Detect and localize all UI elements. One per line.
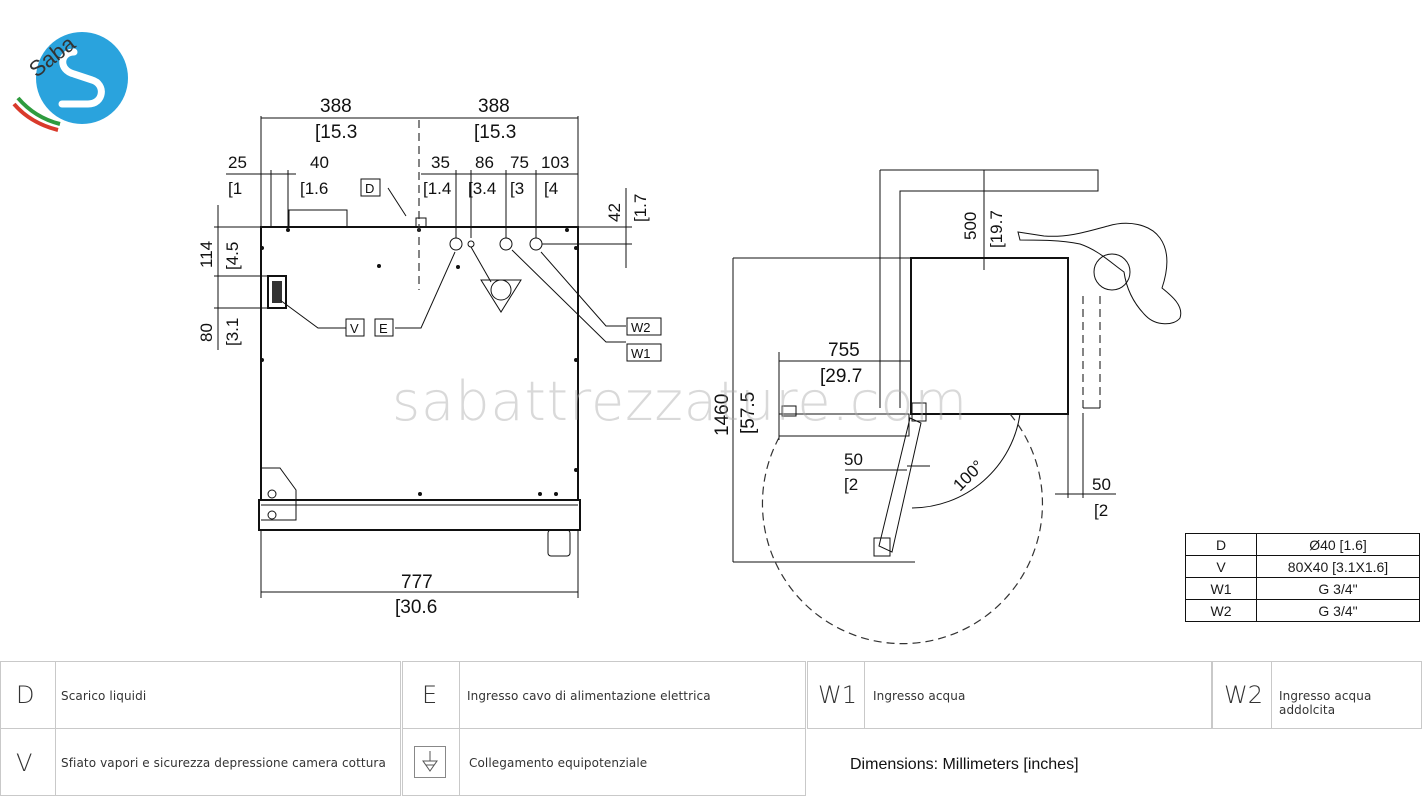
dim-angle: 100° (949, 457, 987, 495)
dim-388-right: 388 (478, 96, 510, 117)
tag-V: V (350, 321, 359, 336)
front-base (258, 499, 581, 531)
legend-desc-cell (459, 728, 806, 796)
tag-E: E (379, 321, 388, 336)
legend-text-W1: Ingresso acqua (873, 689, 966, 703)
tag-W2: W2 (631, 320, 651, 335)
dim-755: 755 (828, 340, 860, 361)
units-note: Dimensions: Millimeters [inches] (850, 756, 1079, 773)
spec-key: W1 (1185, 577, 1257, 600)
dim-75: 75 (510, 153, 529, 172)
dim-86: 86 (475, 153, 494, 172)
dim-114: 114 (197, 241, 216, 268)
watermark: sabattrezzature.com (392, 370, 969, 433)
dim-35-in: [1.4 (423, 179, 451, 198)
legend-code-V: V (16, 749, 33, 777)
spec-key: D (1185, 533, 1257, 556)
spec-value: 80X40 [3.1X1.6] (1256, 555, 1420, 578)
saba-logo: Saba (12, 30, 128, 132)
dim-1460: 1460 (712, 394, 733, 436)
dim-80-in: [3.1 (223, 318, 242, 346)
dim-388-left: 388 (320, 96, 352, 117)
dim-50-right-in: [2 (1094, 501, 1108, 520)
dim-35: 35 (431, 153, 450, 172)
dim-75-in: [3 (510, 179, 524, 198)
legend-code-W1: W1 (818, 681, 857, 709)
dim-103: 103 (541, 153, 569, 172)
dim-40: 40 (310, 153, 329, 172)
dim-1460-in: [57.5 (738, 392, 759, 434)
dim-755-in: [29.7 (820, 366, 862, 387)
tag-D: D (365, 181, 374, 196)
dim-500: 500 (961, 212, 980, 240)
dim-86-in: [3.4 (468, 179, 496, 198)
dim-25: 25 (228, 153, 247, 172)
dim-42-in: [1.7 (631, 194, 650, 222)
dim-114-in: [4.5 (223, 242, 242, 270)
legend-text-V: Sfiato vapori e sicurezza depressione ca… (61, 756, 386, 770)
side-view: 500 [19.7 755 [29.7 1460 [57.5 50 [2 50 … (712, 169, 1182, 645)
side-body (910, 257, 1069, 415)
operator-figure (1017, 222, 1182, 325)
legend-code-D: D (16, 681, 35, 709)
legend-text-W2: Ingresso acqua addolcita (1279, 689, 1372, 717)
dim-777-in: [30.6 (395, 597, 437, 618)
legend-text-E: Ingresso cavo di alimentazione elettrica (467, 689, 711, 703)
spec-key: W2 (1185, 599, 1257, 622)
legend-text-equipotential: Collegamento equipotenziale (469, 756, 648, 770)
spec-key: V (1185, 555, 1257, 578)
tag-W1: W1 (631, 346, 651, 361)
front-view: 388 [15.3 388 [15.3 25 [1 40 [1.6 35 [1.… (197, 96, 662, 618)
spec-value: Ø40 [1.6] (1256, 533, 1420, 556)
legend-desc-cell (55, 728, 401, 796)
dim-103-in: [4 (544, 179, 558, 198)
spec-value: G 3/4" (1256, 577, 1420, 600)
legend-code-W2: W2 (1224, 681, 1263, 709)
dim-388-left-in: [15.3 (315, 122, 357, 143)
dim-25-in: [1 (228, 179, 242, 198)
legend: D Scarico liquidi E Ingresso cavo di ali… (0, 661, 1422, 800)
equipotential-icon (414, 746, 446, 778)
legend-code-E: E (422, 681, 438, 709)
legend-text-D: Scarico liquidi (61, 689, 147, 703)
legend-desc-cell (864, 661, 1212, 729)
dim-388-right-in: [15.3 (474, 122, 516, 143)
dim-42: 42 (605, 203, 624, 222)
dim-50-door: 50 (844, 450, 863, 469)
spec-value: G 3/4" (1256, 599, 1420, 622)
dim-500-in: [19.7 (987, 210, 1006, 248)
dim-50-door-in: [2 (844, 475, 858, 494)
dim-80: 80 (197, 323, 216, 342)
dim-40-in: [1.6 (300, 179, 328, 198)
dim-777: 777 (401, 572, 433, 593)
dim-50-right: 50 (1092, 475, 1111, 494)
